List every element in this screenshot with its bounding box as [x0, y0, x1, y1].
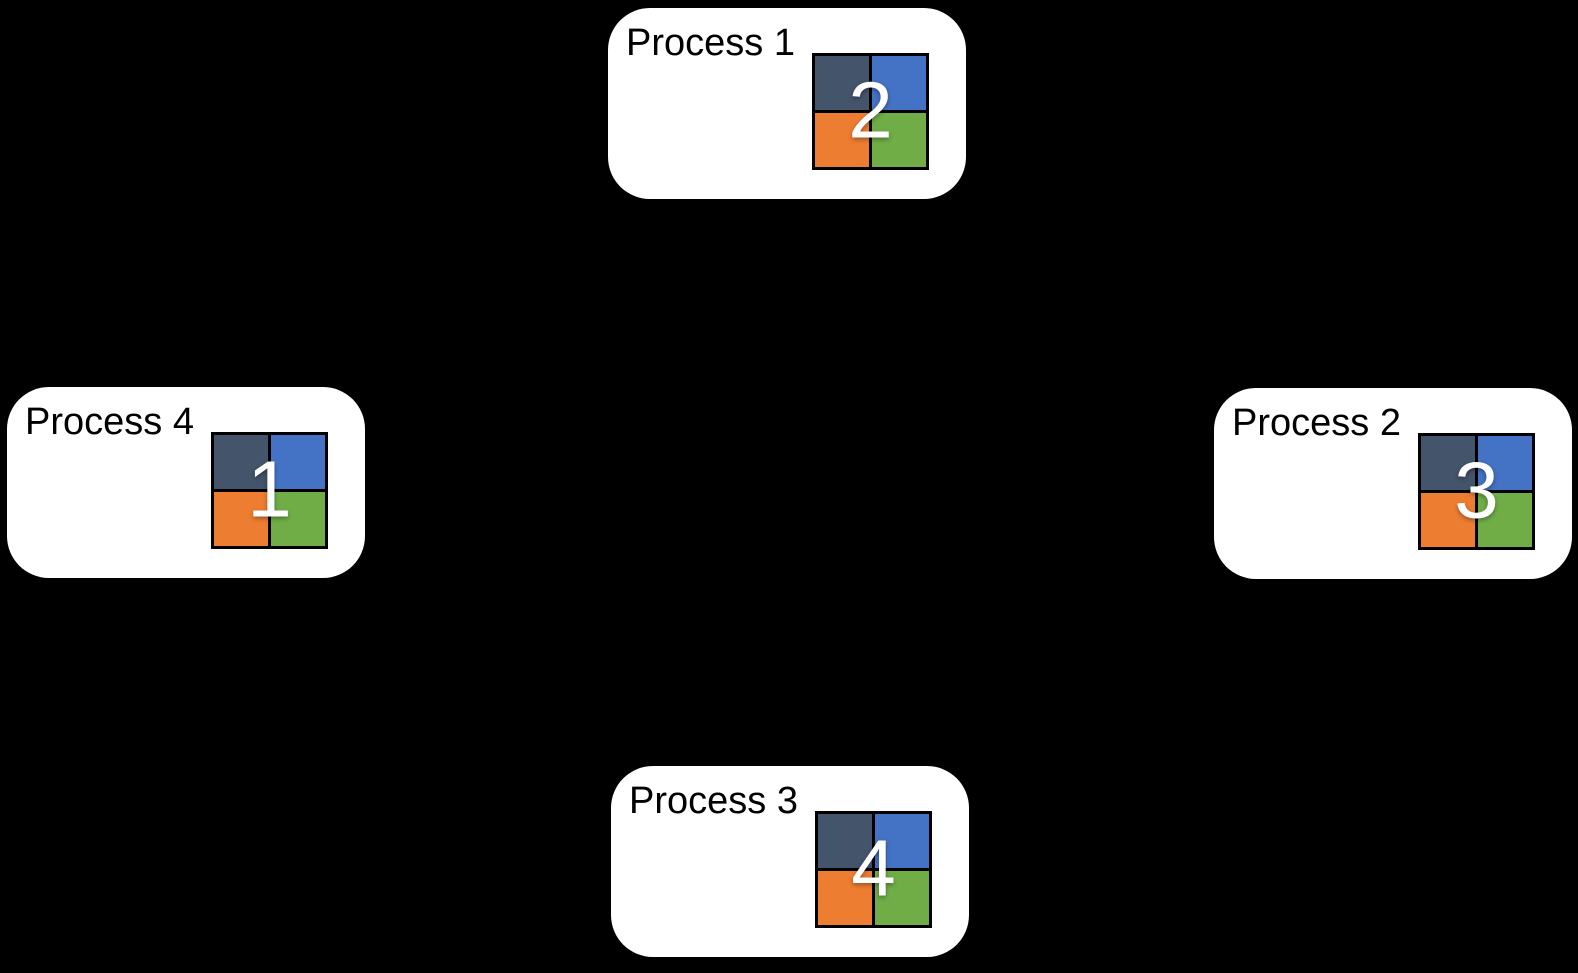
- quadrant-cell-green: [872, 113, 926, 167]
- node-process-3-label: Process 3: [629, 780, 798, 822]
- quadrant-cell-orange: [815, 113, 869, 167]
- quadrant-cell-orange: [214, 492, 268, 546]
- quadrant-cell-blue: [872, 56, 926, 110]
- node-process-1-number: 2: [848, 64, 893, 154]
- quadrant-cell-green: [1478, 493, 1532, 547]
- quadrant-cell-blue: [271, 435, 325, 489]
- node-process-3-quadrant-grid: 4: [815, 811, 932, 928]
- quadrant-cell-green: [875, 871, 929, 925]
- node-process-3: Process 3 4: [611, 766, 969, 957]
- node-process-4-number: 1: [247, 443, 292, 533]
- quadrant-cell-blue: [1478, 436, 1532, 490]
- quadrant-cell-orange: [1421, 493, 1475, 547]
- quadrant-cell-dark-slate: [818, 814, 872, 868]
- node-process-2-label: Process 2: [1232, 402, 1401, 444]
- node-process-4-quadrant-grid: 1: [211, 432, 328, 549]
- quadrant-cell-orange: [818, 871, 872, 925]
- quadrant-cell-dark-slate: [815, 56, 869, 110]
- node-process-4-label: Process 4: [25, 401, 194, 443]
- node-process-2-quadrant-grid: 3: [1418, 433, 1535, 550]
- node-process-2-number: 3: [1454, 444, 1499, 534]
- quadrant-cell-dark-slate: [214, 435, 268, 489]
- node-process-1: Process 1 2: [608, 8, 966, 199]
- quadrant-cell-green: [271, 492, 325, 546]
- node-process-1-quadrant-grid: 2: [812, 53, 929, 170]
- node-process-4: Process 4 1: [7, 387, 365, 578]
- node-process-2: Process 2 3: [1214, 388, 1572, 579]
- node-process-3-number: 4: [851, 822, 896, 912]
- node-process-1-label: Process 1: [626, 22, 795, 64]
- quadrant-cell-dark-slate: [1421, 436, 1475, 490]
- quadrant-cell-blue: [875, 814, 929, 868]
